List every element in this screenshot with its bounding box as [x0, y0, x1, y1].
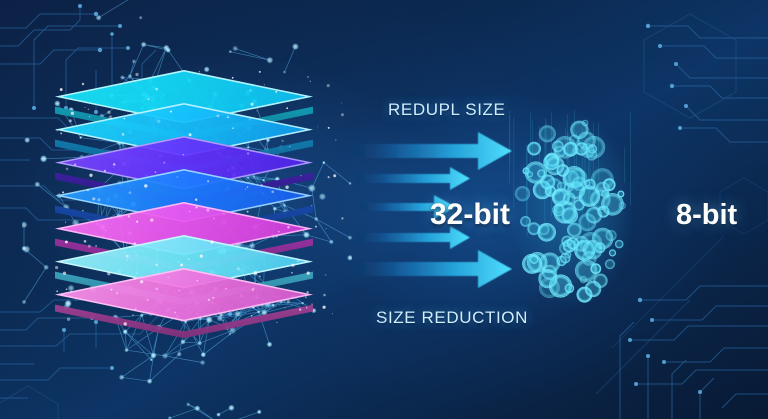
arrow-large-top	[352, 132, 512, 170]
label-target-bits: 8-bit	[676, 199, 738, 231]
label-source-bits: 32-bit	[430, 198, 511, 231]
arrow-group	[350, 130, 525, 315]
arrows-svg	[352, 132, 512, 288]
arrow-small-middle	[360, 195, 456, 219]
arrow-small-lower	[356, 226, 470, 249]
arrow-large-bottom	[352, 250, 512, 288]
layer-stack	[55, 70, 345, 339]
stack-layer	[55, 268, 313, 339]
bubble-cluster	[508, 108, 636, 313]
label-redupl-size: REDUPL SIZE	[388, 100, 506, 119]
bubbles-svg	[509, 110, 634, 310]
arrow-small-upper	[356, 167, 470, 190]
label-size-reduction: SIZE REDUCTION	[376, 308, 528, 327]
